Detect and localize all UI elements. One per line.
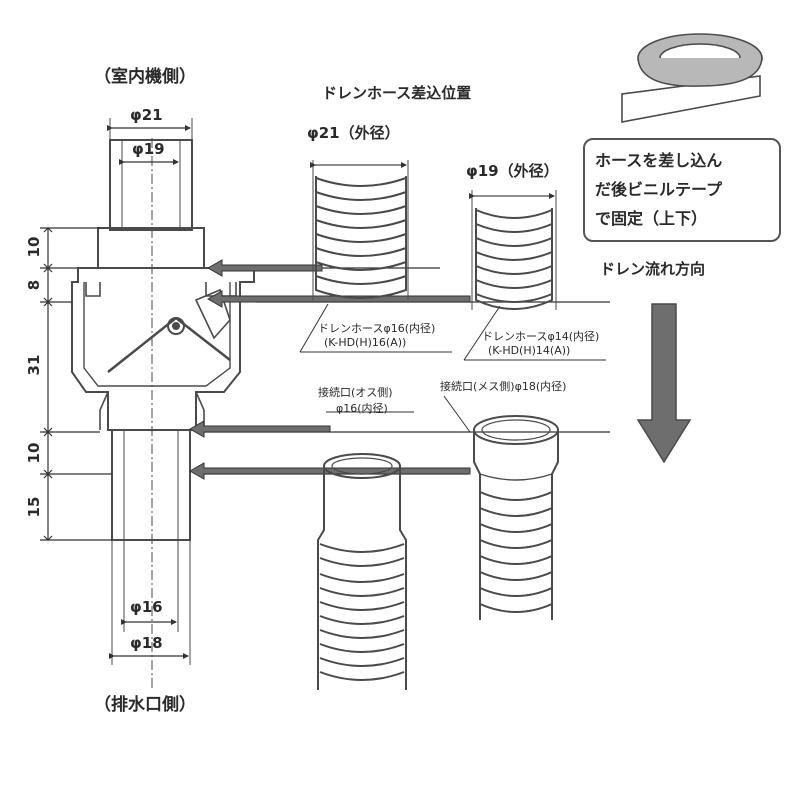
joint-male-title-label: 接続口(オス側) <box>318 386 393 399</box>
dim-label-4: 10 <box>25 442 43 464</box>
hose-a-od-label: φ21（外径） <box>307 124 400 142</box>
tape-instruction-box: ホースを差し込ん だ後ビニルテープ で固定（上下） <box>583 138 781 242</box>
flow-direction-label: ドレン流れ方向 <box>600 260 706 278</box>
hose-a <box>310 160 409 300</box>
dim-label-3: 31 <box>25 354 43 376</box>
tape-note-line-3: で固定（上下） <box>595 209 708 228</box>
joint-female <box>473 415 559 620</box>
joint-male <box>317 453 407 690</box>
phi16-bottom-label: φ16 <box>130 598 163 616</box>
hose-b <box>469 190 557 310</box>
bottom-dimension-lines <box>109 619 189 659</box>
insertion-arrows <box>188 259 471 480</box>
dim-label-1: 10 <box>25 236 43 258</box>
drain-side-label: （排水口側） <box>94 695 196 715</box>
dim-label-5: 15 <box>25 496 43 518</box>
tape-note-line-1: ホースを差し込ん <box>595 151 723 170</box>
hose-b-name-label: ドレンホースφ14(内径) <box>482 330 600 343</box>
phi18-bottom-label: φ18 <box>130 634 163 652</box>
hose-b-model-label: (K-HD(H)14(A)) <box>488 344 571 357</box>
phi21-top-label: φ21 <box>130 106 163 124</box>
top-dimension-lines <box>107 125 191 165</box>
main-fitting <box>71 118 255 690</box>
tape-roll-icon <box>621 33 763 123</box>
indoor-side-label: （室内機側） <box>94 67 196 87</box>
insert-position-label: ドレンホース差込位置 <box>322 84 472 102</box>
vertical-dimension-chain <box>40 227 112 541</box>
hose-a-name-label: ドレンホースφ16(内径) <box>318 322 436 335</box>
hose-a-model-label: (K-HD(H)16(A)) <box>324 336 407 349</box>
dim-label-2: 8 <box>25 279 43 291</box>
joint-male-size-label: φ16(内径) <box>336 402 388 415</box>
flow-direction-arrow <box>636 303 692 464</box>
joint-female-label: 接続口(メス側)φ18(内径) <box>440 380 567 393</box>
hose-leaders <box>299 303 606 433</box>
hose-b-od-label: φ19（外径） <box>466 162 559 180</box>
tape-note-line-2: だ後ビニルテープ <box>595 180 723 199</box>
phi19-top-label: φ19 <box>132 140 165 158</box>
